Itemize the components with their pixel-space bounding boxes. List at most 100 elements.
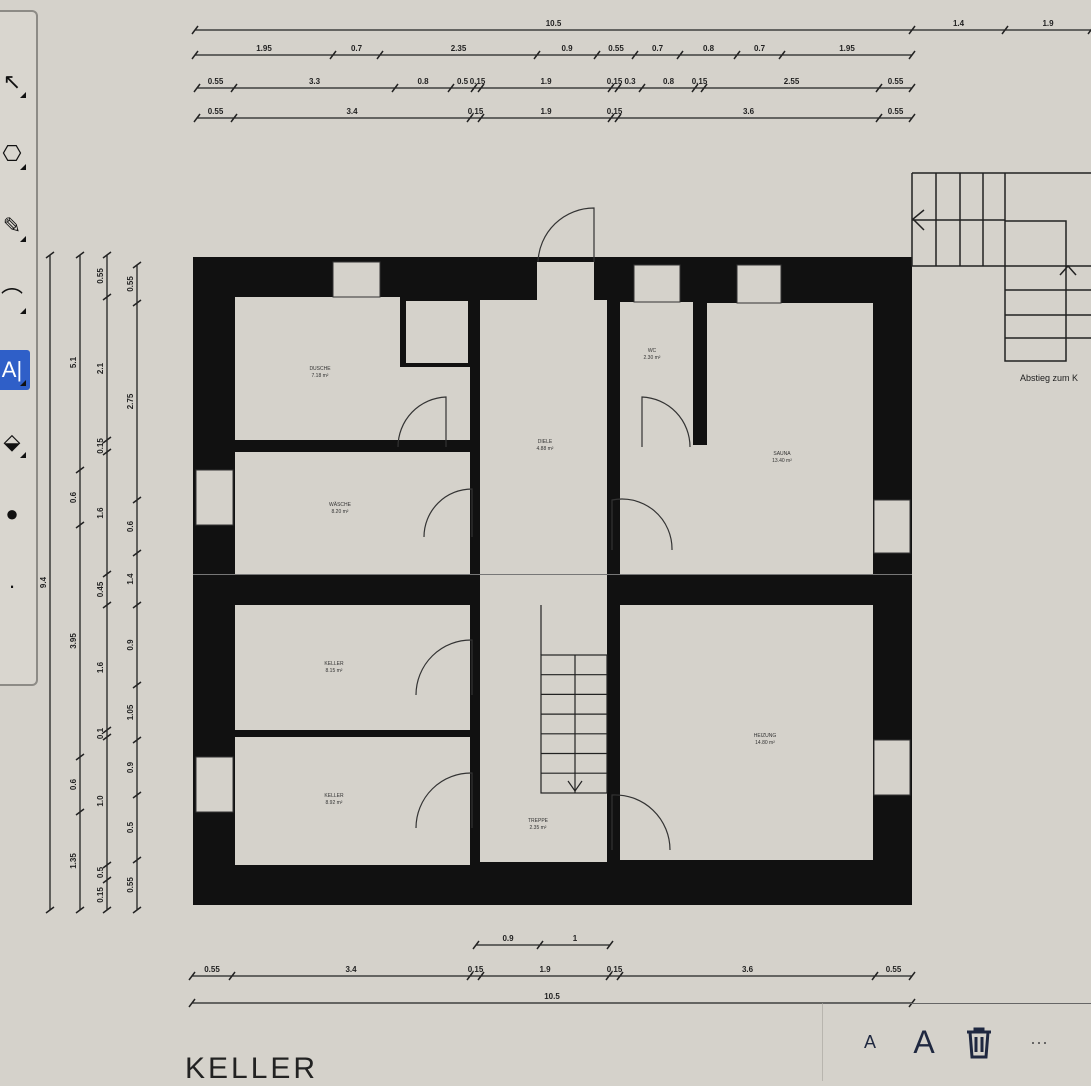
dimension-tick — [536, 940, 544, 950]
dimension-tick — [102, 601, 112, 609]
dimension-tick — [614, 113, 622, 123]
dimension-tick — [45, 906, 55, 914]
dimension-label: 0.55 — [204, 965, 220, 974]
dimension-tick — [193, 113, 201, 123]
dimension-label: 1 — [573, 934, 578, 943]
increase-font-size-button[interactable]: A — [913, 1024, 935, 1060]
dimension-tick — [75, 906, 85, 914]
dimension-label: 0.8 — [703, 44, 715, 53]
dimension-label: 0.55 — [126, 877, 135, 893]
exterior-stair-arrow — [911, 209, 1077, 276]
dimension-label: 0.8 — [417, 77, 429, 86]
fill-icon[interactable]: ⬙ — [0, 422, 30, 462]
dimension-tick — [132, 261, 142, 269]
doors[interactable] — [397, 207, 691, 851]
more-options-button[interactable]: ··· — [1030, 1032, 1048, 1052]
dimension-tick — [1001, 25, 1009, 35]
dimension-tick — [329, 50, 337, 60]
dimension-label: 0.15 — [607, 107, 623, 116]
dimension-tick — [908, 113, 916, 123]
pen-icon[interactable]: ✎ — [0, 206, 30, 246]
dimension-tick — [132, 681, 142, 689]
dimension-tick — [614, 83, 622, 93]
dimension-label: 5.1 — [69, 356, 78, 368]
dimension-tick — [102, 570, 112, 578]
dimension-tick — [191, 50, 199, 60]
dimension-tick — [102, 861, 112, 869]
dimension-label: 0.9 — [126, 761, 135, 773]
dimension-tick — [102, 876, 112, 884]
dimension-label: 0.15 — [468, 107, 484, 116]
room-area: 8.15 m² — [326, 668, 343, 674]
dimension-label: 2.1 — [96, 362, 105, 374]
dimension-tick — [605, 971, 613, 981]
dimension-tick — [132, 299, 142, 307]
dimension-tick — [447, 83, 455, 93]
dimension-tick — [691, 83, 699, 93]
dimension-label: 2.75 — [126, 393, 135, 409]
dimension-label: 0.55 — [208, 107, 224, 116]
dimension-label: 0.1 — [96, 727, 105, 739]
room-name: DIELE — [538, 439, 553, 445]
dimension-label: 0.6 — [69, 778, 78, 790]
dimension-label: 0.55 — [126, 276, 135, 292]
submenu-indicator-icon — [20, 380, 26, 386]
submenu-indicator-icon — [20, 164, 26, 170]
dimension-tick — [102, 906, 112, 914]
room-name: WC — [648, 348, 657, 354]
dimension-tick — [1087, 28, 1091, 35]
dimension-tick — [132, 601, 142, 609]
submenu-indicator-icon — [20, 92, 26, 98]
dimension-tick — [466, 971, 474, 981]
room-area: 14.80 m² — [755, 740, 775, 746]
more-icon[interactable]: · — [8, 573, 16, 598]
staircase — [540, 605, 608, 794]
floor-title: KELLER — [185, 1052, 319, 1085]
room-name: HEIZUNG — [754, 733, 777, 739]
dimension-label: 1.9 — [1042, 19, 1054, 28]
delete-button[interactable] — [959, 1026, 999, 1060]
dimension-label: 1.95 — [256, 44, 272, 53]
dimension-label: 1.35 — [69, 853, 78, 869]
dimension-tick — [75, 753, 85, 761]
dimension-label: 0.15 — [470, 77, 486, 86]
dimension-tick — [228, 971, 236, 981]
dimension-label: 1.9 — [540, 77, 552, 86]
dimension-tick — [472, 940, 480, 950]
dimension-label: 0.5 — [457, 77, 469, 86]
dimension-label: 0.8 — [663, 77, 675, 86]
dimension-tick — [230, 113, 238, 123]
trash-icon — [967, 1027, 991, 1058]
shape-icon[interactable]: ⎔ — [0, 134, 30, 174]
lasso-icon[interactable]: ⌒ — [0, 278, 30, 318]
dimension-label: 3.6 — [743, 107, 755, 116]
room-area: 2.35 m² — [530, 825, 547, 831]
dimension-tick — [700, 83, 708, 93]
dimension-tick — [132, 496, 142, 504]
dimension-label: 3.95 — [69, 633, 78, 649]
dimension-tick — [638, 83, 646, 93]
submenu-indicator-icon — [20, 452, 26, 458]
room-area: 8.92 m² — [326, 800, 343, 806]
dimension-tick — [102, 293, 112, 301]
decrease-font-size-button[interactable]: A — [863, 1032, 876, 1052]
color-dot-icon[interactable]: ● — [5, 501, 19, 526]
dimension-label: 1.4 — [126, 573, 135, 585]
dimension-tick — [676, 50, 684, 60]
exterior-stairs — [911, 172, 1091, 362]
dimension-label: 1.4 — [953, 19, 965, 28]
dimension-label: 0.55 — [888, 77, 904, 86]
dimension-tick — [75, 808, 85, 816]
dimension-tick — [477, 83, 485, 93]
dimension-label: 3.3 — [309, 77, 321, 86]
dimension-label: 1.6 — [96, 661, 105, 673]
select-arrow-icon[interactable]: ↖ — [0, 62, 30, 102]
room-area: 4.88 m² — [537, 446, 554, 452]
dimension-tick — [132, 906, 142, 914]
text-ai-icon[interactable]: A| — [0, 350, 30, 390]
dimension-label: 0.55 — [608, 44, 624, 53]
dimension-label: 3.4 — [345, 965, 357, 974]
dimension-label: 1.05 — [126, 704, 135, 720]
dimension-tick — [391, 83, 399, 93]
